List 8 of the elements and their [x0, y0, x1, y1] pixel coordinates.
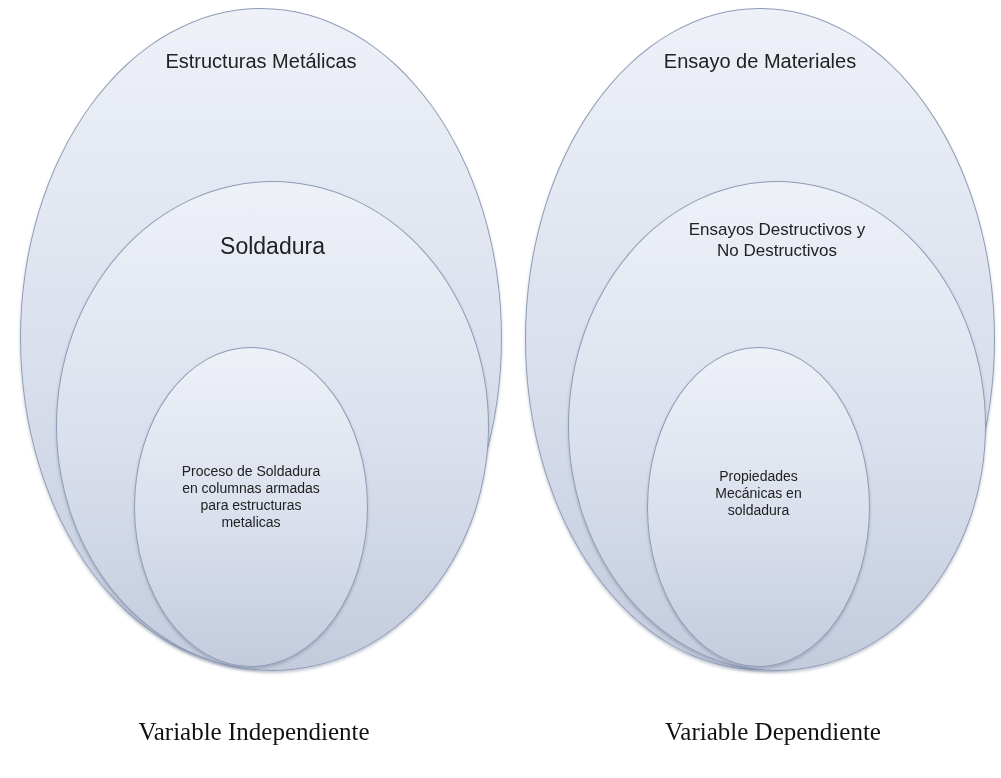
caption-text: Variable Independiente: [137, 718, 371, 746]
ellipse-label: Estructuras Metálicas: [164, 49, 358, 74]
ellipse-label: Proceso de Soldadura en columnas armadas para estructuras metalicas: [181, 463, 321, 532]
ellipse-label: Ensayos Destructivos y No Destructivos: [687, 220, 867, 262]
ellipse-label: Ensayo de Materiales: [662, 49, 858, 74]
caption-text: Variable Dependiente: [664, 718, 882, 746]
ellipse-label: Soldadura: [219, 232, 326, 261]
ellipse-label: Propiedades Mecánicas en soldadura: [714, 468, 803, 520]
